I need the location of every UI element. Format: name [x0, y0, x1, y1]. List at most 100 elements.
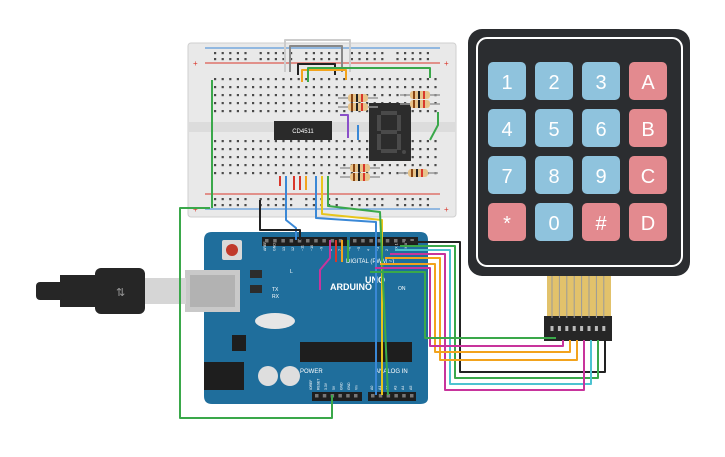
key-label: 6: [595, 119, 606, 141]
pin-label: ~3: [376, 247, 380, 251]
keypad-key-b[interactable]: B: [629, 109, 667, 147]
pin-label: 12: [291, 247, 295, 251]
key-label: 9: [595, 166, 606, 188]
chip-label: CD4511: [292, 129, 314, 135]
pin-label: AREF: [263, 241, 267, 251]
pin-label: GND: [347, 382, 351, 390]
keypad-key-9[interactable]: 9: [582, 156, 620, 194]
pin-label: A3: [393, 386, 397, 390]
resistor[interactable]: [340, 173, 380, 181]
arduino-logo-text: ARDUINO: [330, 282, 372, 292]
key-label: D: [641, 213, 655, 235]
usb-cable[interactable]: ⇅: [36, 268, 186, 314]
rx-label: RX: [272, 294, 280, 300]
pin-label: A4: [401, 386, 405, 390]
resistor-group-bottom[interactable]: [340, 164, 438, 181]
keypad-key-8[interactable]: 8: [535, 156, 573, 194]
pin-label: 5V: [332, 385, 336, 390]
key-label: C: [641, 166, 655, 188]
keypad-key-star[interactable]: *: [488, 203, 526, 241]
power-header: [312, 392, 362, 401]
keypad-key-a[interactable]: A: [629, 62, 667, 100]
pin-label: 3.3V: [324, 382, 328, 390]
pin-label: A0: [370, 386, 374, 390]
keypad-key-6[interactable]: 6: [582, 109, 620, 147]
l-label: L: [290, 269, 293, 275]
display-segments: [377, 111, 406, 154]
power-label: POWER: [300, 369, 323, 375]
power-jack[interactable]: [204, 362, 244, 390]
resistor[interactable]: [340, 164, 380, 172]
keypad-key-1[interactable]: 1: [488, 62, 526, 100]
key-label: A: [641, 72, 655, 94]
usb-icon: ⇅: [116, 287, 125, 299]
pin-label: RESET: [317, 379, 321, 390]
crystal: [255, 313, 295, 329]
keypad-ribbon: [544, 276, 612, 341]
keypad-key-5[interactable]: 5: [535, 109, 573, 147]
svg-text:+: +: [444, 59, 449, 68]
analog-header: [368, 392, 416, 401]
analog-label: ANALOG IN: [375, 369, 408, 375]
pin-label: TX 1: [395, 243, 399, 251]
wires: [179, 39, 606, 419]
pin-label: ~5: [357, 247, 361, 251]
resistor[interactable]: [338, 94, 378, 102]
digital-header-right: [350, 237, 418, 246]
keypad-key-hash[interactable]: #: [582, 203, 620, 241]
keypad-key-2[interactable]: 2: [535, 62, 573, 100]
resistor[interactable]: [338, 103, 378, 111]
resistor[interactable]: [400, 91, 440, 99]
key-label: 0: [548, 213, 559, 235]
pin-label: ~11: [301, 245, 305, 251]
pin-label: 4: [366, 249, 370, 251]
header-pins: [265, 239, 414, 398]
key-label: 5: [548, 119, 559, 141]
keypad-key-4[interactable]: 4: [488, 109, 526, 147]
key-label: 2: [548, 72, 559, 94]
key-label: 7: [501, 166, 512, 188]
pin-label: A1: [378, 386, 382, 390]
resistor[interactable]: [400, 100, 440, 108]
svg-text:+: +: [193, 205, 198, 214]
voltage-regulator: [232, 335, 246, 351]
key-label: 1: [501, 72, 512, 94]
pin-label: 13: [282, 247, 286, 251]
capacitor: [258, 366, 278, 386]
capacitor: [280, 366, 300, 386]
pin-label: ~6: [348, 247, 352, 251]
pin-label: A5: [409, 386, 413, 390]
keypad-key-c[interactable]: C: [629, 156, 667, 194]
svg-text:+: +: [193, 59, 198, 68]
digital-header-left: [262, 237, 347, 246]
keypad-key-3[interactable]: 3: [582, 62, 620, 100]
pin-label: GND: [272, 243, 276, 251]
resistor[interactable]: [398, 169, 438, 177]
pin-label: Vin: [355, 385, 359, 390]
resistor-group-top[interactable]: [338, 91, 440, 111]
cd4511-chip[interactable]: CD4511: [274, 121, 332, 140]
keypad-key-d[interactable]: D: [629, 203, 667, 241]
keypad-key-0[interactable]: 0: [535, 203, 573, 241]
pin-label: 2: [385, 249, 389, 251]
atmega-chip: [300, 342, 412, 362]
pin-label: IOREF: [309, 380, 313, 390]
pin-label: ~10: [310, 245, 314, 251]
keypad-key-7[interactable]: 7: [488, 156, 526, 194]
key-label: 4: [501, 119, 512, 141]
pin-label: 7: [338, 249, 342, 251]
key-label: #: [595, 213, 607, 235]
svg-text:+: +: [444, 205, 449, 214]
digital-label: DIGITAL (PWM ~): [346, 259, 394, 265]
seven-segment-display[interactable]: 8: [369, 94, 431, 161]
tx-label: TX: [272, 287, 279, 293]
key-label: 3: [595, 72, 606, 94]
arduino-uno-board[interactable]: DIGITAL (PWM ~) ARDUINO UNO POWER ANALOG…: [185, 232, 428, 404]
on-label: ON: [398, 286, 406, 292]
key-label: B: [641, 119, 654, 141]
